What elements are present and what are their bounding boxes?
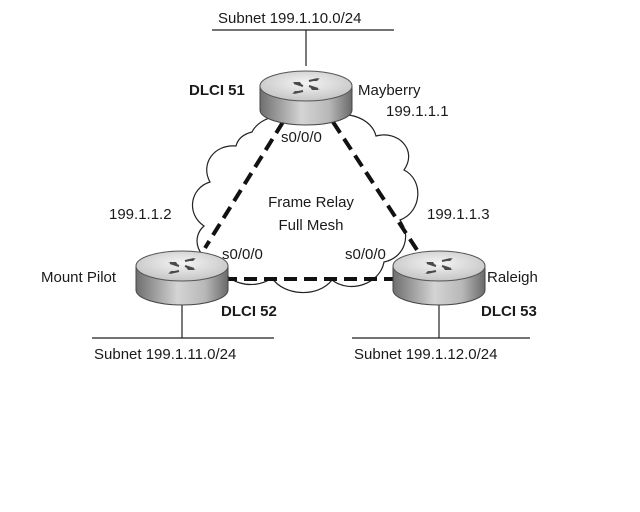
pvc-link-mayberry-raleigh bbox=[331, 120, 423, 258]
raleigh-ip-label: 199.1.1.3 bbox=[427, 206, 490, 223]
mayberry-ip-label: 199.1.1.1 bbox=[386, 103, 449, 120]
mayberry-subnet-label: Subnet 199.1.10.0/24 bbox=[218, 10, 361, 27]
raleigh-dlci-label: DLCI 53 bbox=[481, 303, 537, 320]
raleigh-name-label: Raleigh bbox=[487, 269, 538, 286]
subnet-lan-raleigh bbox=[352, 300, 530, 339]
raleigh-interface-label: s0/0/0 bbox=[345, 246, 386, 263]
mayberry-interface-label: s0/0/0 bbox=[281, 129, 322, 146]
mount-pilot-name-label: Mount Pilot bbox=[41, 269, 117, 286]
cloud-label-line2: Full Mesh bbox=[278, 217, 343, 234]
router-icon-mount-pilot bbox=[135, 250, 229, 306]
router-icon-raleigh bbox=[392, 250, 486, 306]
mount-pilot-subnet-label: Subnet 199.1.11.0/24 bbox=[94, 346, 236, 363]
mayberry-name-label: Mayberry bbox=[358, 82, 421, 99]
router-icon-mayberry bbox=[259, 70, 353, 126]
cloud-label-line1: Frame Relay bbox=[268, 194, 354, 211]
subnet-lan-mayberry bbox=[212, 29, 394, 66]
mount-pilot-dlci-label: DLCI 52 bbox=[221, 303, 277, 320]
pvc-link-mayberry-mount-pilot bbox=[203, 120, 285, 250]
mayberry-dlci-label: DLCI 51 bbox=[189, 82, 245, 99]
raleigh-subnet-label: Subnet 199.1.12.0/24 bbox=[354, 346, 497, 363]
mount-pilot-ip-label: 199.1.1.2 bbox=[109, 206, 172, 223]
mount-pilot-interface-label: s0/0/0 bbox=[222, 246, 263, 263]
subnet-lan-mount-pilot bbox=[92, 300, 274, 339]
